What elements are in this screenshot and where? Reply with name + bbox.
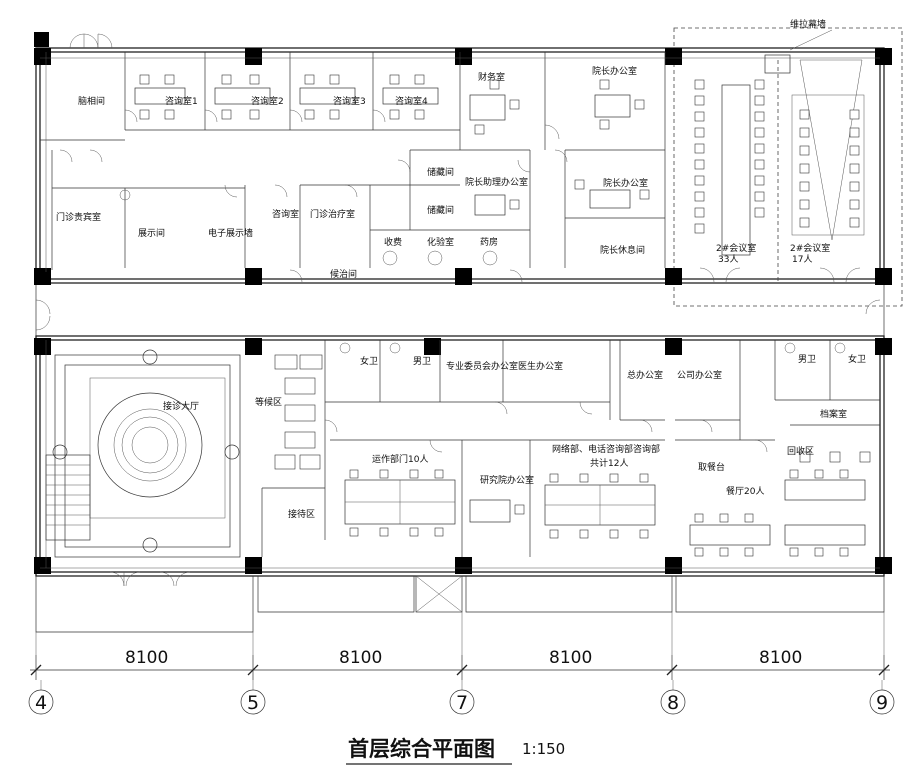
axis-9: 9 (876, 692, 888, 714)
dimension-line: 8100 8100 8100 8100 (30, 612, 890, 680)
scale: 1:150 (522, 740, 565, 758)
label-consult3: 咨询室3 (333, 95, 366, 107)
label-wc-m1: 男卫 (413, 356, 431, 367)
dim-3: 8100 (549, 648, 592, 668)
label-expert: 专业委员会办公室 (446, 360, 518, 372)
label-finance: 财务室 (478, 71, 505, 83)
label-archive: 档案室 (820, 408, 847, 420)
label-charge: 收费 (384, 236, 402, 248)
label-display: 展示间 (138, 227, 165, 239)
label-meeting2b: 2#会议室 (790, 242, 830, 254)
label-consult1: 咨询室1 (165, 95, 198, 107)
label-wc-m2: 男卫 (798, 354, 816, 365)
drawing-title: 首层综合平面图 1:150 (346, 737, 565, 765)
furniture (119, 74, 871, 613)
label-reception: 接待区 (288, 508, 315, 520)
label-research: 研究院办公室 (480, 474, 534, 486)
label-consult-small: 咨询室 (272, 208, 299, 220)
lower-partitions (261, 340, 880, 557)
label-waiting: 等候区 (255, 396, 282, 408)
label-e-display: 电子展示墙 (208, 227, 253, 239)
label-vip-room: 门诊贵宾室 (56, 211, 101, 223)
label-dining: 餐厅20人 (726, 485, 764, 497)
axis-4: 4 (35, 692, 47, 714)
label-service: 网络部、电话咨询部咨询部 (552, 443, 660, 455)
dim-1: 8100 (125, 648, 168, 668)
label-doctor: 医生办公室 (518, 360, 563, 372)
label-meeting2b-cap: 17人 (792, 254, 812, 265)
label-counter: 取餐台 (698, 461, 725, 473)
dim-4: 8100 (759, 648, 802, 668)
label-assistant: 院长助理办公室 (465, 176, 528, 188)
axis-5: 5 (247, 692, 259, 714)
stair (45, 454, 91, 541)
label-pharmacy: 药房 (480, 236, 498, 248)
label-hall: 接诊大厅 (163, 400, 199, 412)
label-wc-f1: 女卫 (360, 355, 378, 367)
structural-columns (34, 32, 892, 574)
label-admin: 总办公室 (627, 369, 663, 381)
label-ops: 运作部门10人 (372, 453, 428, 465)
label-rest: 院长休息间 (600, 244, 645, 256)
room-labels: 脑相间 咨询室1 咨询室2 咨询室3 咨询室4 财务室 院长办公室 门诊贵宾室 … (56, 18, 866, 520)
label-wait-treat: 候治间 (330, 268, 357, 280)
windows (40, 52, 880, 569)
label-meeting2a: 2#会议室 (716, 242, 756, 254)
label-consult4: 咨询室4 (395, 95, 428, 107)
label-consult2: 咨询室2 (251, 95, 284, 107)
label-recycle: 回收区 (787, 445, 814, 457)
label-meeting2a-cap: 33人 (718, 254, 738, 265)
axis-7: 7 (456, 692, 468, 714)
label-lab: 化验室 (427, 236, 454, 248)
doors (35, 33, 881, 587)
title: 首层综合平面图 (348, 737, 495, 761)
label-physio: 脑相间 (78, 95, 105, 107)
axis-markers: 4 5 7 8 9 (28, 680, 895, 715)
label-storage2: 储藏间 (427, 204, 454, 216)
label-projector: 维拉幕墙 (790, 18, 826, 30)
upper-partitions (40, 52, 666, 270)
hall-ornament (45, 349, 241, 558)
axis-8: 8 (667, 692, 679, 714)
label-company: 公司办公室 (677, 369, 722, 381)
projection-area (764, 29, 865, 241)
label-storage1: 储藏间 (427, 166, 454, 178)
label-service-cnt: 共计12人 (590, 457, 628, 469)
label-deputy-office: 院长办公室 (592, 65, 637, 77)
dim-2: 8100 (339, 648, 382, 668)
label-treat: 门诊治疗室 (310, 208, 355, 220)
label-president: 院长办公室 (603, 177, 648, 189)
label-wc-f2: 女卫 (848, 353, 866, 365)
